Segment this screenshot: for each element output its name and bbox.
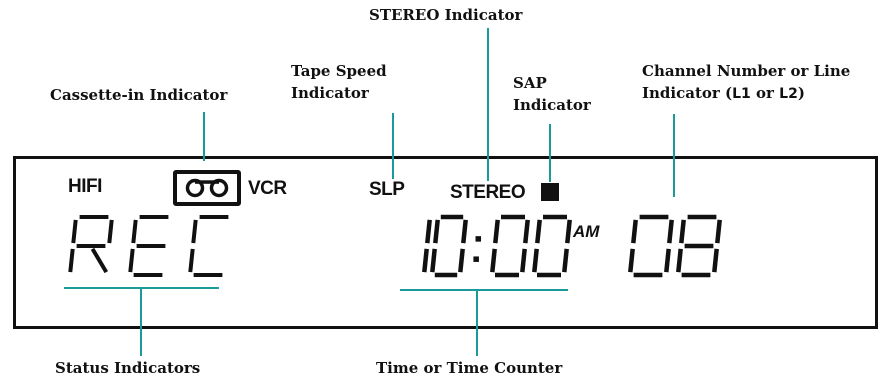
sap-indicator-callout: SAP Indicator — [513, 72, 591, 116]
segment-e — [628, 248, 635, 273]
segment-b — [715, 219, 722, 244]
time-char-3 — [490, 214, 530, 278]
segment-c — [664, 248, 671, 273]
stereo-indicator-callout: STEREO Indicator — [369, 6, 523, 24]
hifi-indicator: HIFI — [68, 176, 102, 197]
segment-b — [107, 219, 114, 244]
segment-f — [71, 219, 78, 244]
segment-e — [128, 248, 135, 273]
time-char-2 — [473, 236, 482, 262]
channel-callout-suffix: ) — [797, 84, 805, 102]
channel-callout-prefix: Indicator ( — [642, 84, 733, 102]
segment-cr — [90, 247, 109, 274]
segment-f — [679, 219, 686, 244]
segment-f — [493, 219, 500, 244]
colon-dot — [475, 236, 482, 242]
channel-char-1 — [676, 214, 722, 278]
status-char-E — [128, 215, 169, 277]
segment-c — [458, 248, 465, 273]
vcr-indicator: VCR — [248, 178, 287, 199]
segment-f — [131, 219, 138, 244]
segment-e — [532, 248, 539, 273]
segment-f — [433, 219, 440, 244]
segment-b — [667, 219, 674, 244]
segment-e — [188, 248, 195, 273]
tape-speed-indicator: SLP — [369, 179, 405, 200]
segment-e — [68, 248, 75, 273]
tape-speed-indicator-callout: Tape Speed Indicator — [291, 60, 387, 104]
channel-callout-l1: L1 — [732, 86, 751, 102]
segment-c — [712, 248, 719, 273]
segment-c — [520, 248, 527, 273]
segment-c — [562, 248, 569, 273]
segment-f — [535, 219, 542, 244]
am-indicator: AM — [573, 222, 600, 241]
cassette-reels-icon — [185, 178, 229, 198]
segment-b — [425, 219, 432, 244]
status-char-C — [188, 215, 229, 277]
colon-dot — [473, 256, 479, 262]
time-char-4 — [532, 214, 572, 278]
segment-e — [490, 248, 497, 273]
channel-indicator-callout: Channel Number or Line Indicator (L1 or … — [642, 60, 850, 105]
sap-callout-line2: Indicator — [513, 96, 591, 114]
channel-callout-line1: Channel Number or Line — [642, 62, 851, 80]
segment-f — [191, 219, 198, 244]
status-indicators-callout: Status Indicators — [55, 359, 201, 377]
display-panel — [13, 156, 878, 329]
status-char-R — [68, 215, 114, 274]
channel-callout-or: or — [750, 84, 780, 102]
segment-e — [676, 248, 683, 273]
stereo-indicator: STEREO — [450, 182, 526, 203]
tape-speed-callout-line2: Indicator — [291, 84, 369, 102]
cassette-in-indicator-callout: Cassette-in Indicator — [50, 86, 228, 104]
time-char-0 — [422, 219, 432, 273]
channel-callout-line2: Indicator (L1 or L2) — [642, 82, 850, 105]
channel-char-0 — [628, 214, 674, 278]
cassette-icon — [173, 170, 241, 206]
segment-f — [631, 219, 638, 244]
tape-speed-callout-line1: Tape Speed — [291, 62, 387, 80]
channel-callout-l2: L2 — [779, 86, 798, 102]
segment-c — [422, 248, 429, 273]
segment-b — [523, 219, 530, 244]
sap-callout-line1: SAP — [513, 74, 547, 92]
segment-b — [565, 219, 572, 244]
sap-indicator-square-icon — [541, 183, 559, 201]
time-counter-callout: Time or Time Counter — [376, 359, 563, 377]
time-char-1 — [430, 214, 468, 278]
segment-b — [461, 219, 468, 244]
segment-e — [430, 248, 437, 273]
